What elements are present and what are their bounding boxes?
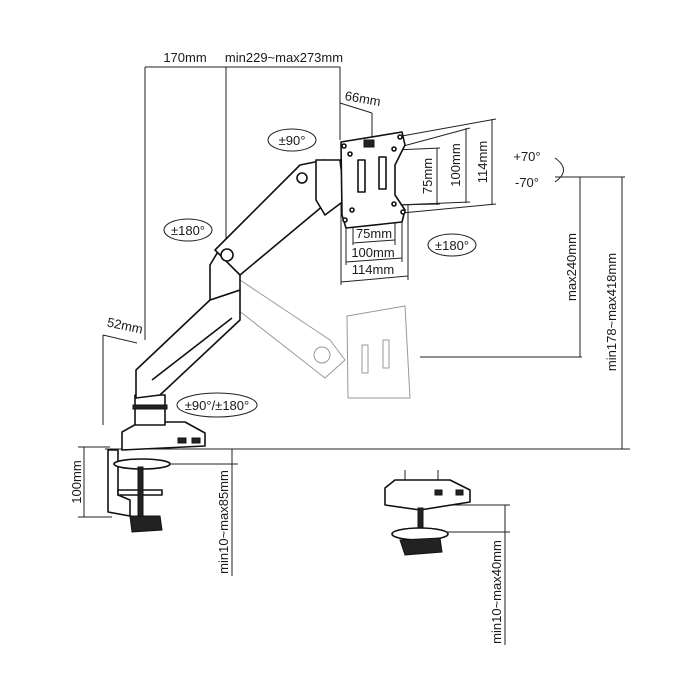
dim-vesa-v-114: 114mm [475,141,490,183]
monitor-arm [121,159,346,451]
rot-tilt-up: +70° [513,149,540,164]
rot-head-swivel: ±90° [279,133,306,148]
vesa-plate [340,131,406,229]
dim-clamp-range: min10~max85mm [216,470,231,574]
rot-arm-swivel: ±180° [171,223,205,238]
rot-tilt-down: -70° [515,175,539,190]
dim-vesa-h-75: 75mm [356,226,392,241]
dim-vesa-v-100: 100mm [448,143,463,186]
dim-grommet-range: min10~max40mm [489,540,504,644]
dim-total-height: min178~max418mm [604,253,619,371]
rot-base-swivel: ±90°/±180° [185,398,249,413]
dimension-lines [78,66,630,645]
lower-arm [135,289,241,399]
dim-vesa-v-75: 75mm [420,158,435,194]
tilt-head [315,159,346,216]
dim-arm-extension: min229~max273mm [225,50,343,65]
rotation-markers [163,128,564,418]
dim-height-adjust: max240mm [564,233,579,301]
rot-screen-rotate: ±180° [435,238,469,253]
arm-lowered-outline [237,279,411,399]
dim-vesa-h-114: 114mm [352,262,394,277]
labels: 170mm min229~max273mm 66mm 75mm 100mm 11… [69,50,619,644]
dim-clamp-height: 100mm [69,460,84,503]
dim-pole-offset: 52mm [106,315,144,337]
desk-clamp [107,449,171,533]
dim-vesa-h-100: 100mm [351,245,394,260]
clamp-base [121,421,206,451]
dim-arm-base-reach: 170mm [163,50,206,65]
grommet-mount [384,470,471,556]
dim-vesa-offset: 66mm [344,88,382,109]
